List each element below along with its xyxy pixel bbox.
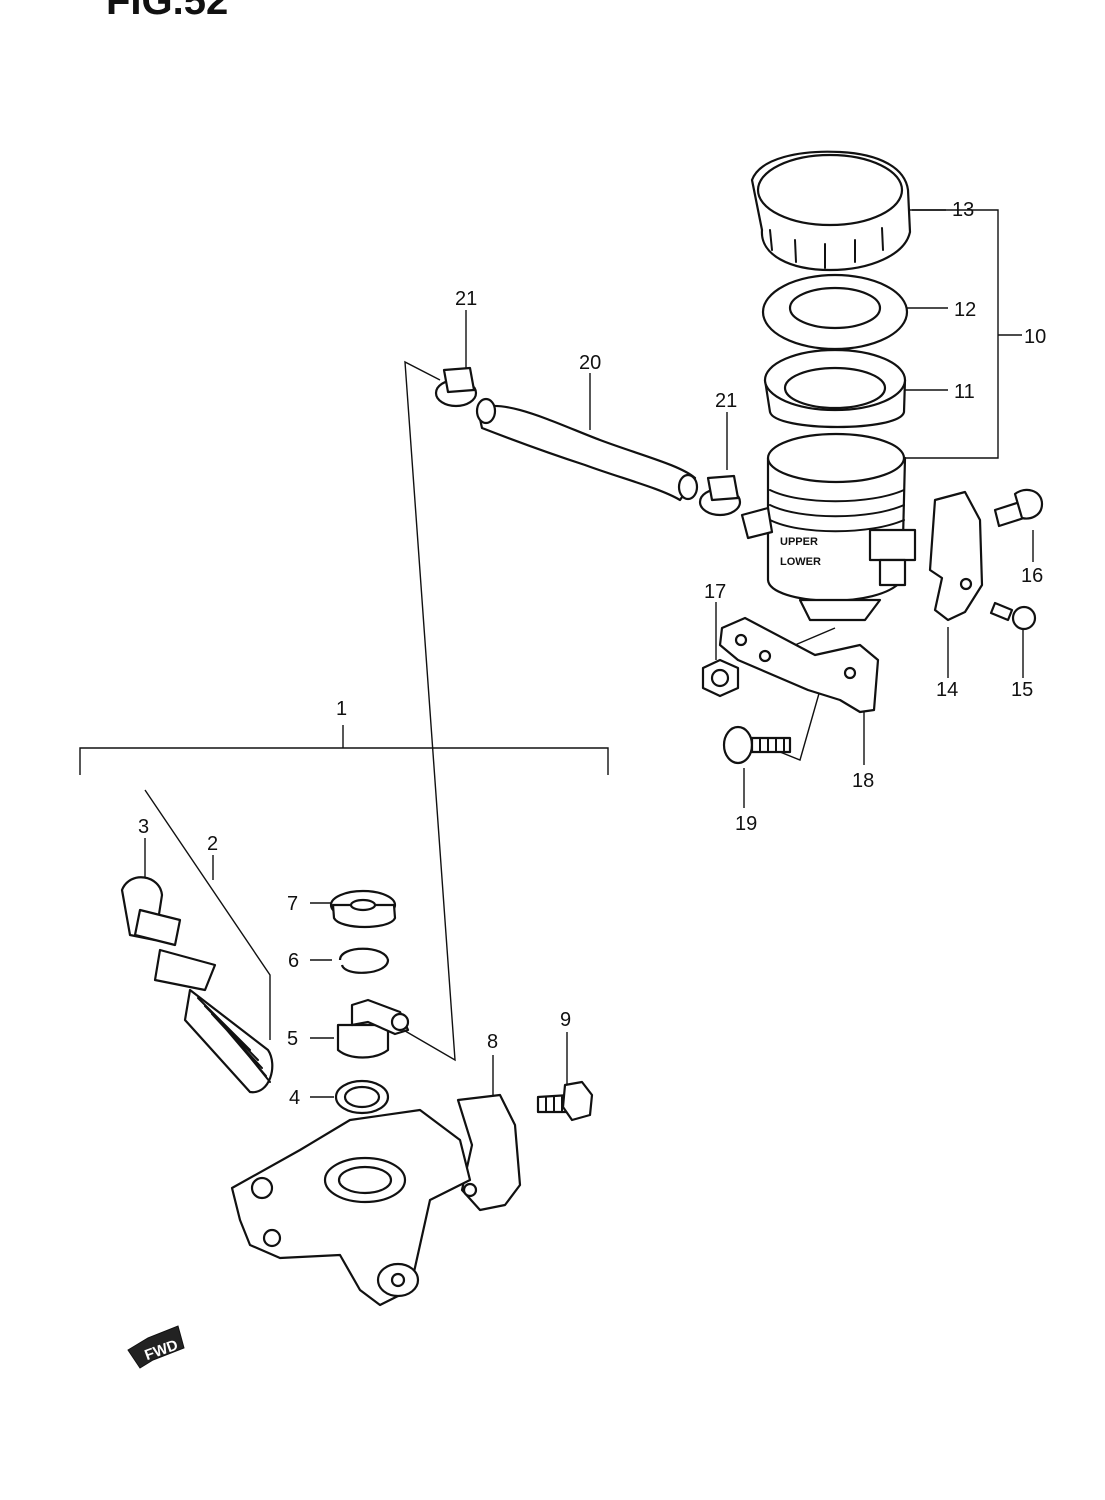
reservoir-cap <box>750 150 912 272</box>
piston-assembly <box>120 876 274 1094</box>
lower-level-mark: LOWER <box>780 556 821 568</box>
hose-connector-5 <box>336 998 410 1059</box>
reservoir-bracket <box>718 616 880 714</box>
callout-15: 15 <box>1011 679 1033 701</box>
bolt-9 <box>536 1080 594 1122</box>
callout-18: 18 <box>852 770 874 792</box>
reservoir-hose <box>475 397 699 502</box>
callout-21-lower: 21 <box>715 390 737 412</box>
callout-1: 1 <box>336 698 347 720</box>
boot-7 <box>329 889 397 928</box>
forward-direction-arrow: FWD <box>127 1325 185 1369</box>
callout-2: 2 <box>207 833 218 855</box>
reservoir-clamp <box>928 490 984 622</box>
callout-10: 10 <box>1024 326 1046 348</box>
screw-15 <box>989 601 1037 631</box>
callout-6: 6 <box>288 950 299 972</box>
diaphragm <box>763 348 907 429</box>
callout-7: 7 <box>287 893 298 915</box>
bolt-19 <box>722 725 792 765</box>
callout-labels: 1 2 3 4 5 6 7 8 9 10 11 12 13 14 15 16 1… <box>138 199 1046 1109</box>
callout-17: 17 <box>704 581 726 603</box>
callout-8: 8 <box>487 1031 498 1053</box>
upper-level-mark: UPPER <box>780 536 818 548</box>
leader-lines <box>79 209 1034 1100</box>
callout-3: 3 <box>138 816 149 838</box>
callout-13: 13 <box>952 199 974 221</box>
callout-20: 20 <box>579 352 601 374</box>
callout-19: 19 <box>735 813 757 835</box>
reservoir-body: UPPER LOWER <box>740 432 917 622</box>
callout-16: 16 <box>1021 565 1043 587</box>
figure-title: FIG.52 <box>106 0 228 23</box>
screw-16 <box>993 488 1044 528</box>
callout-5: 5 <box>287 1028 298 1050</box>
o-ring-4 <box>334 1079 390 1115</box>
callout-4: 4 <box>289 1087 300 1109</box>
hose-clamp-upper <box>434 366 478 408</box>
diaphragm-plate <box>761 273 909 351</box>
callout-9: 9 <box>560 1009 571 1031</box>
circlip-6 <box>338 947 390 974</box>
callout-21-upper: 21 <box>455 288 477 310</box>
holder-8 <box>456 1093 522 1212</box>
callout-11: 11 <box>954 381 975 403</box>
callout-14: 14 <box>936 679 958 701</box>
master-cylinder-body <box>230 1108 472 1307</box>
nut-17 <box>701 658 740 698</box>
hose-clamp-lower <box>698 474 742 517</box>
callout-12: 12 <box>954 299 976 321</box>
